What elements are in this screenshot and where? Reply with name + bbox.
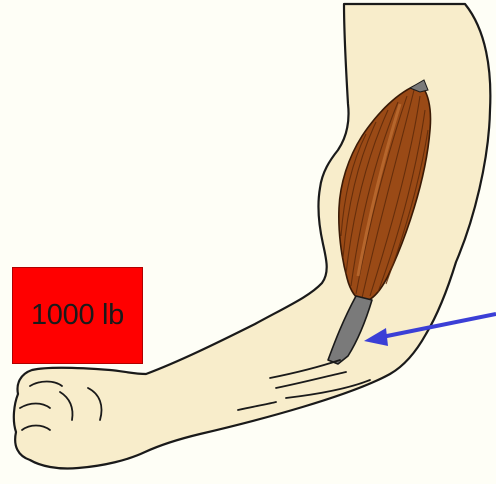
weight-box: 1000 lb xyxy=(12,267,143,364)
weight-label: 1000 lb xyxy=(31,299,124,332)
arm-silhouette xyxy=(14,4,491,469)
